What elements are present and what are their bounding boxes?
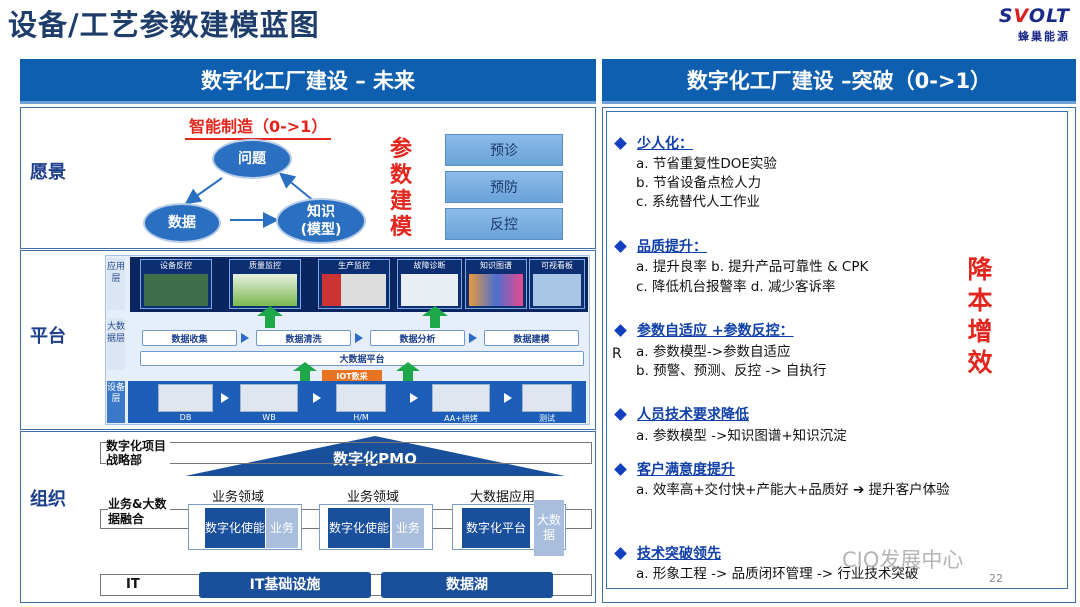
app-screen-device-control: 设备反控 xyxy=(140,259,212,309)
up-arrow-icon xyxy=(396,362,420,382)
biz-label: 业务&大数据融合 xyxy=(108,497,170,527)
machine-aa-bake xyxy=(432,384,490,412)
right-arrow-icon xyxy=(313,393,321,403)
slide-title: 设备/工艺参数建模蓝图 xyxy=(8,8,320,42)
right-panel-header: 数字化工厂建设 –突破（0->1） xyxy=(602,59,1076,104)
company-logo: SVOLT 蜂巢能源 xyxy=(962,6,1070,44)
strategy-label: 数字化项目战略部 xyxy=(106,439,170,467)
app-screen-knowledge-graph: 知识图谱 xyxy=(465,259,527,309)
group2-dark: 数字化使能 xyxy=(328,508,390,548)
group2-light: 业务 xyxy=(392,508,424,548)
group3-dark: 数字化平台 xyxy=(462,508,530,548)
page-number: 22 xyxy=(989,572,1003,585)
device-layer-label: 设备层 xyxy=(107,381,125,423)
prevention-button: 预防 xyxy=(445,171,563,203)
step-data-modeling: 数据建模 xyxy=(484,330,579,346)
section-adaptive-title: 参数自适应 +参数反控： xyxy=(637,323,794,339)
up-arrow-icon xyxy=(422,306,448,328)
group1-title: 业务领域 xyxy=(212,490,265,505)
section-customer-line: a. 效率高+交付快+产能大+品质好 ➔ 提升客户体验 xyxy=(636,482,950,498)
app-layer-label: 应用层 xyxy=(107,258,125,310)
stray-char: R xyxy=(612,346,622,362)
platform-label: 平台 xyxy=(30,326,66,347)
machine-aa-bake-label: AA+烘烤 xyxy=(444,414,478,423)
bigdata-platform-bar: 大数据平台 xyxy=(140,351,584,366)
section-tech-line: a. 形象工程 -> 品质闭环管理 -> 行业技术突破 xyxy=(636,566,919,582)
cycle-node-knowledge: 知识 (模型) xyxy=(276,198,366,244)
machine-db xyxy=(158,384,213,412)
logo-text-cn: 蜂巢能源 xyxy=(1018,30,1070,43)
pmo-triangle xyxy=(185,436,565,476)
section-adaptive-line: a. 参数模型->参数自适应 xyxy=(636,344,791,360)
section-less-people-title: 少人化： xyxy=(637,136,693,152)
group1-dark: 数字化使能 xyxy=(205,508,265,548)
iot-label: IOT数采 xyxy=(322,370,382,382)
right-arrow-icon xyxy=(241,333,249,343)
app-screen-production-monitor: 生产监控 xyxy=(318,259,390,309)
group1-light: 业务 xyxy=(266,508,298,548)
app-screen-quality-monitor: 质量监控 xyxy=(229,259,301,309)
it-label: IT xyxy=(126,577,140,592)
section-skill-line: a. 参数模型 ->知识图谱+知识沉淀 xyxy=(636,428,847,444)
step-data-cleaning: 数据清洗 xyxy=(256,330,351,346)
machine-hm xyxy=(336,384,386,412)
strategy-line xyxy=(100,442,592,464)
group2-title: 业务领域 xyxy=(347,490,400,505)
section-adaptive-line: b. 预警、预测、反控 -> 自执行 xyxy=(636,363,827,379)
machine-wb-label: WB xyxy=(262,413,276,422)
step-data-collection: 数据收集 xyxy=(142,330,237,346)
vision-label: 愿景 xyxy=(30,162,66,183)
reverse-control-button: 反控 xyxy=(445,208,563,240)
machine-wb xyxy=(240,384,298,412)
section-less-people-line: a. 节省重复性DOE实验 xyxy=(636,156,777,172)
cost-reduction-vertical: 降本增效 xyxy=(967,255,993,377)
section-tech-title: 技术突破领先 xyxy=(637,546,721,562)
cycle-arrows xyxy=(184,172,316,228)
logo-text: SVOLT xyxy=(998,5,1070,27)
app-screen-dashboard: 可视看板 xyxy=(529,259,585,309)
right-arrow-icon xyxy=(410,393,418,403)
data-lake-box: 数据湖 xyxy=(381,572,553,598)
cycle-node-data: 数据 xyxy=(143,203,221,243)
section-quality-line: a. 提升良率 b. 提升产品可靠性 & CPK xyxy=(636,259,869,275)
machine-db-label: DB xyxy=(179,413,192,422)
vision-red-title: 智能制造（0->1） xyxy=(185,113,332,140)
it-infra-box: IT基础设施 xyxy=(199,572,371,598)
pre-diagnosis-button: 预诊 xyxy=(445,134,563,166)
group3-title: 大数据应用 xyxy=(470,490,536,505)
bigdata-layer-label: 大数据层 xyxy=(107,318,125,370)
param-modeling-vertical: 参数建模 xyxy=(389,137,412,240)
org-label: 组织 xyxy=(30,489,66,510)
step-data-analysis: 数据分析 xyxy=(370,330,465,346)
watermark: CIO发展中心 xyxy=(842,548,964,572)
group3-light: 大数据 xyxy=(534,500,564,556)
section-quality-title: 品质提升： xyxy=(637,239,707,255)
right-arrow-icon xyxy=(469,333,477,343)
cycle-node-problem: 问题 xyxy=(212,139,292,179)
section-quality-line: c. 降低机台报警率 d. 减少客诉率 xyxy=(636,279,836,295)
right-arrow-icon xyxy=(355,333,363,343)
up-arrow-icon xyxy=(293,362,317,382)
section-customer-title: 客户满意度提升 xyxy=(637,462,735,478)
section-less-people-line: c. 系统替代人工作业 xyxy=(636,194,761,210)
right-panel-body xyxy=(602,107,1076,603)
machine-test xyxy=(522,384,572,412)
machine-hm-label: H/M xyxy=(353,413,369,422)
right-panel-inner xyxy=(606,111,1068,589)
left-panel-header: 数字化工厂建设 – 未来 xyxy=(20,59,596,104)
up-arrow-icon xyxy=(257,306,283,328)
right-arrow-icon xyxy=(221,393,229,403)
machine-test-label: 测试 xyxy=(539,414,555,423)
section-skill-title: 人员技术要求降低 xyxy=(637,407,749,423)
section-less-people-line: b. 节省设备点检人力 xyxy=(636,175,762,191)
right-arrow-icon xyxy=(504,393,512,403)
app-screen-fault-diagnosis: 故障诊断 xyxy=(397,259,462,309)
